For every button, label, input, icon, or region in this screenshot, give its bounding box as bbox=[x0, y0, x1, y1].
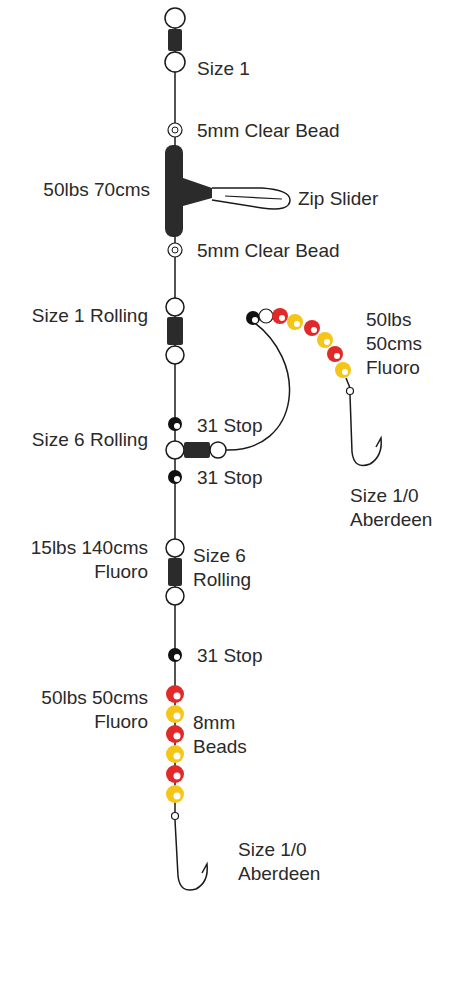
part-label: Zip Slider bbox=[298, 187, 428, 211]
line-spec: 50lbs 70cms bbox=[40, 178, 150, 202]
part-label: Size 6 Rolling bbox=[193, 544, 273, 592]
line-spec: 50lbs 50cms Fluoro bbox=[366, 308, 446, 380]
line-spec: 50lbs 50cms Fluoro bbox=[30, 686, 148, 734]
part-label: Size 1/0 Aberdeen bbox=[238, 838, 348, 886]
part-label: 31 Stop bbox=[197, 466, 317, 490]
part-label: 5mm Clear Bead bbox=[197, 119, 377, 143]
part-label: Size 1 bbox=[197, 57, 287, 81]
part-label: 8mm Beads bbox=[193, 711, 263, 759]
line-spec: 15lbs 140cms Fluoro bbox=[30, 536, 148, 584]
part-label: 5mm Clear Bead bbox=[197, 239, 377, 263]
part-label: 31 Stop bbox=[197, 644, 317, 668]
part-label: Size 1 Rolling bbox=[30, 304, 148, 328]
part-label: Size 6 Rolling bbox=[30, 428, 148, 452]
part-label: 31 Stop bbox=[197, 414, 317, 438]
part-label: Size 1/0 Aberdeen bbox=[350, 484, 460, 532]
